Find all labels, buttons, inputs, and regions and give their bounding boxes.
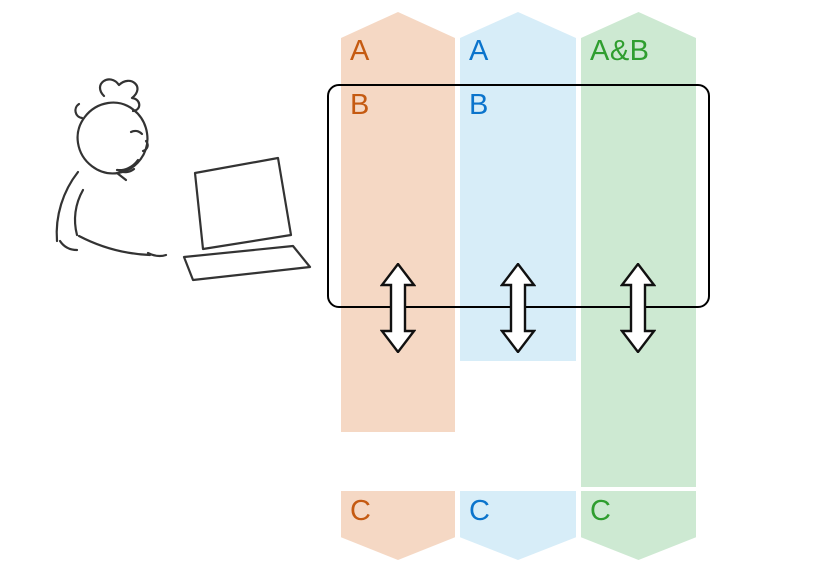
column-ab-bottom-label: C bbox=[590, 495, 612, 527]
column-ab-bottom-chevron: C bbox=[581, 491, 696, 560]
double-arrow-shape bbox=[620, 263, 656, 353]
finger-line bbox=[115, 171, 128, 182]
hand-line bbox=[116, 167, 136, 174]
hip-line bbox=[58, 239, 79, 252]
column-b-bottom-label: C bbox=[469, 495, 491, 527]
double-arrow-shape bbox=[500, 263, 536, 353]
column-a-bottom-label: C bbox=[350, 495, 372, 527]
column-a-top-label: A bbox=[350, 35, 370, 67]
nose-line bbox=[141, 139, 149, 153]
double-arrow-shape bbox=[380, 263, 416, 353]
column-a-bottom-chevron: C bbox=[341, 491, 455, 560]
double-arrow-icon bbox=[500, 263, 536, 353]
column-ab-top-label: A&B bbox=[590, 35, 650, 67]
column-b-top-label: A bbox=[469, 35, 489, 67]
column-a-mid-label: B bbox=[350, 89, 370, 121]
column-ab: A&B bbox=[581, 12, 696, 487]
hair-curl-line bbox=[74, 102, 84, 120]
laptop-screen bbox=[193, 156, 293, 251]
column-b-bottom-chevron: C bbox=[460, 491, 576, 560]
eye-line bbox=[129, 129, 144, 136]
upper-arm-line bbox=[73, 188, 85, 237]
hair-bun-line bbox=[98, 78, 141, 113]
back-line bbox=[55, 170, 80, 243]
column-a: A B bbox=[341, 12, 455, 432]
column-b-mid-label: B bbox=[469, 89, 489, 121]
forearm-line bbox=[77, 234, 152, 257]
typing-hand-line bbox=[146, 251, 168, 258]
person-at-laptop-illustration bbox=[55, 78, 312, 282]
double-arrow-icon bbox=[380, 263, 416, 353]
laptop-base bbox=[182, 244, 312, 282]
double-arrow-icon bbox=[620, 263, 656, 353]
